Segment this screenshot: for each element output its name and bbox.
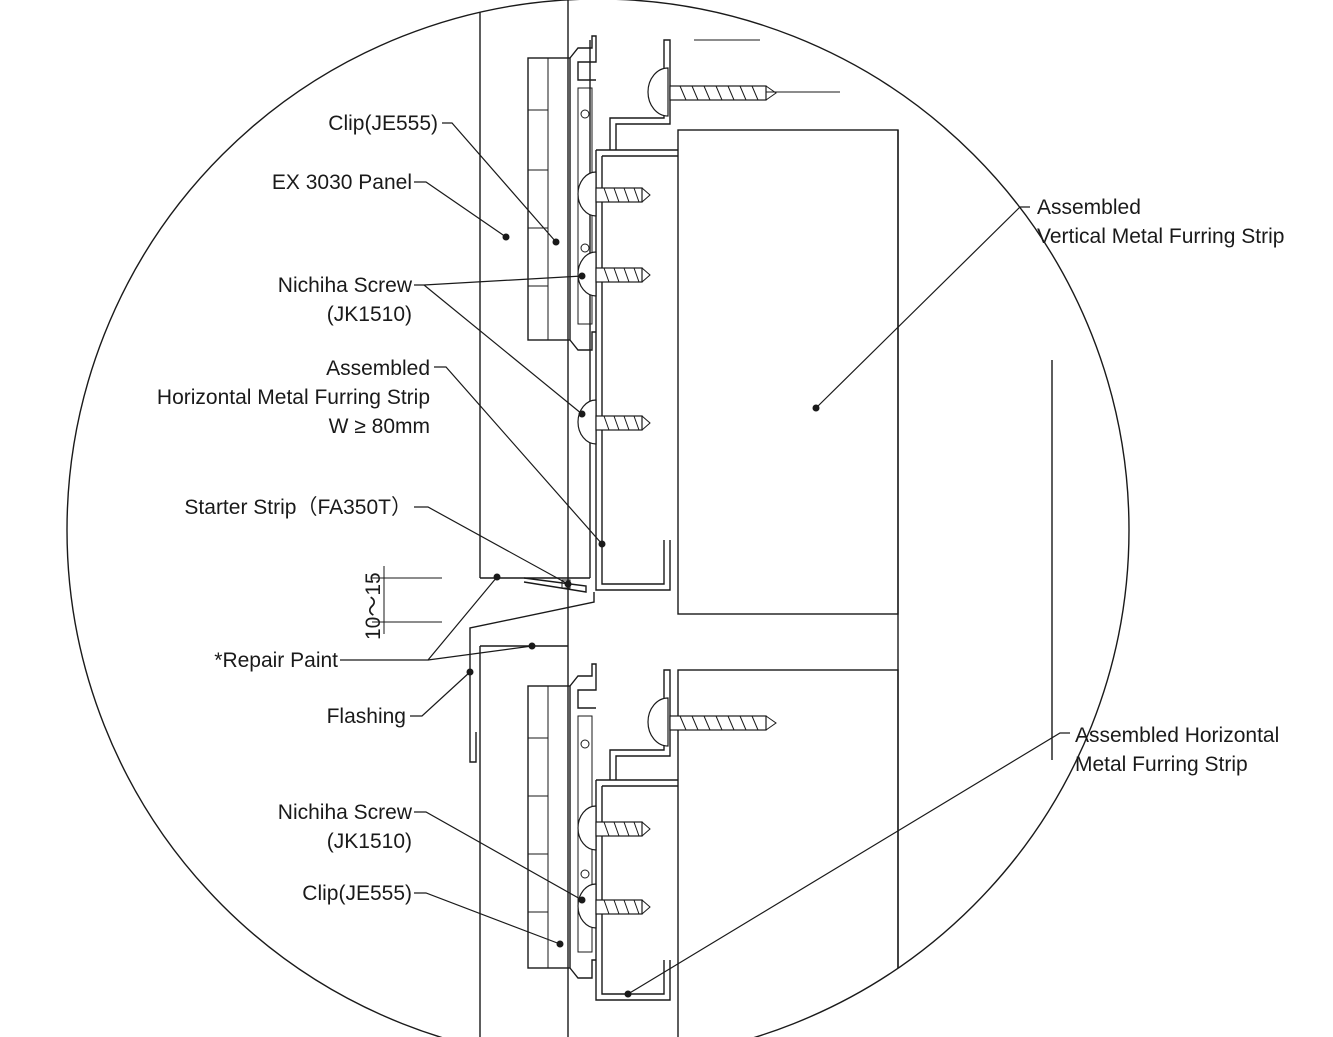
label-hstrip-right-2: Metal Furring Strip xyxy=(1075,753,1248,776)
label-screw-bot-2: (JK1510) xyxy=(327,830,412,853)
label-hstrip-right-1: Assembled Horizontal xyxy=(1075,724,1279,747)
lower-clip xyxy=(527,663,597,979)
label-repair: *Repair Paint xyxy=(214,649,338,672)
upper-horizontal-furring-strip xyxy=(595,39,678,591)
drawing-body xyxy=(469,0,1053,1037)
vertical-furring-strip-upper xyxy=(677,129,899,615)
label-hstrip-2: Horizontal Metal Furring Strip xyxy=(157,386,430,409)
label-flashing: Flashing xyxy=(327,705,406,728)
screw-upper-2 xyxy=(577,251,651,297)
label-screw-top-1: Nichiha Screw xyxy=(278,274,413,297)
label-vstrip-1: Assembled xyxy=(1037,196,1141,219)
lower-panel xyxy=(479,645,568,1037)
label-screw-bot-1: Nichiha Screw xyxy=(278,801,413,824)
label-clip-top: Clip(JE555) xyxy=(328,112,438,135)
gap-dimension: 10～15 xyxy=(362,566,442,640)
upper-panel xyxy=(479,0,591,579)
screw-top-bracket xyxy=(647,67,777,117)
label-panel: EX 3030 Panel xyxy=(272,171,412,194)
screw-upper-1 xyxy=(577,171,651,217)
screw-lower-1 xyxy=(577,805,651,851)
label-screw-top-2: (JK1510) xyxy=(327,303,412,326)
starter-strip xyxy=(523,577,587,593)
label-starter: Starter Strip（FA350T） xyxy=(184,496,412,519)
label-vstrip-2: Vertical Metal Furring Strip xyxy=(1037,225,1284,248)
label-hstrip-1: Assembled xyxy=(326,357,430,380)
upper-clip xyxy=(527,35,597,351)
label-clip-bot: Clip(JE555) xyxy=(302,882,412,905)
screw-lower-2 xyxy=(577,883,651,929)
label-hstrip-3: W ≥ 80mm xyxy=(329,415,430,438)
vertical-furring-strip-lower xyxy=(677,669,899,1037)
screw-upper-3 xyxy=(577,399,651,445)
screw-lower-bracket xyxy=(647,697,777,747)
leader-lines xyxy=(340,122,1070,998)
flashing xyxy=(469,592,595,763)
dimension-label: 10～15 xyxy=(362,572,385,640)
callout-labels: Clip(JE555) EX 3030 Panel Nichiha Screw … xyxy=(157,112,1285,905)
detail-circle xyxy=(66,0,1130,1037)
